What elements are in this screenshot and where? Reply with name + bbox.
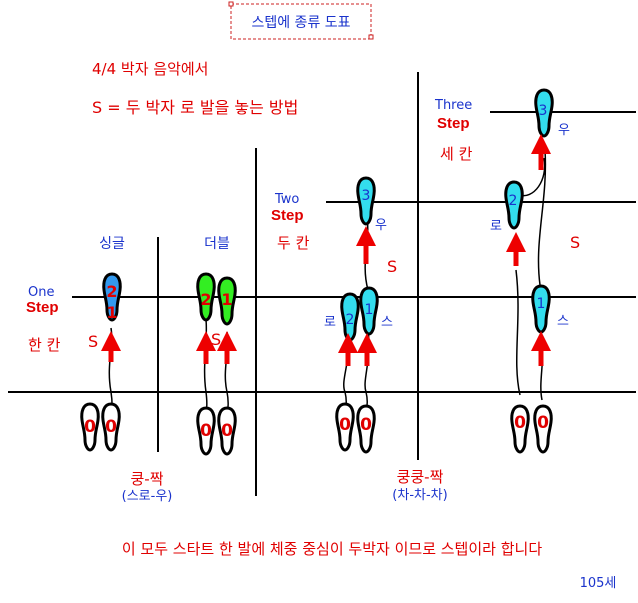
step-word: 스 (557, 314, 569, 329)
level-two-ko: 두 칸 (277, 234, 310, 252)
s-label: S (88, 332, 98, 351)
start-number: 0 (105, 417, 117, 437)
level-three-step: Step (437, 115, 470, 132)
group-2-main: 쿵쿵-짝 (397, 468, 444, 486)
step-number: 2 (346, 312, 355, 328)
level-two-step: Step (271, 207, 304, 224)
path-line (537, 149, 547, 286)
footer-note: 이 모두 스타트 한 발에 체중 중심이 두박자 이므로 스텝이라 합니다 (122, 540, 542, 558)
step-word: 로 (490, 219, 502, 234)
step-word: 로 (324, 315, 336, 330)
level-one-step: Step (26, 299, 59, 316)
start-number: 0 (221, 421, 233, 441)
three-step-column: 0 0 3 2 1 우 로 스 S (490, 88, 580, 454)
intro-line-2: S = 두 박자 로 발을 놓는 방법 (92, 98, 298, 117)
start-number: 0 (84, 417, 96, 437)
s-label: S (570, 233, 580, 252)
step-word: 스 (381, 315, 393, 330)
level-one-en: One (28, 285, 54, 300)
single-label: 싱글 (99, 236, 125, 252)
s-label: S (211, 330, 221, 349)
level-one-ko: 한 칸 (28, 336, 61, 354)
intro-line-1: 4/4 박자 음악에서 (92, 60, 208, 78)
start-number: 0 (537, 413, 549, 433)
step-word: 우 (558, 123, 570, 138)
start-number: 0 (514, 413, 526, 433)
step-number: 2 (106, 282, 117, 301)
path-line (343, 329, 350, 413)
level-three-ko: 세 칸 (440, 145, 473, 163)
path-line (515, 269, 521, 396)
level-three-en: Three (434, 98, 472, 113)
single-column: 0 0 2 1 S (80, 272, 122, 452)
step-number: 1 (537, 296, 546, 312)
group-2-sub: (차-차-차) (392, 488, 447, 503)
double-label: 더블 (204, 236, 230, 252)
two-step-column: 0 0 3 2 1 우 로 스 S (324, 176, 397, 454)
path-line (203, 319, 208, 413)
step-number: 1 (106, 303, 117, 322)
step-word: 우 (375, 218, 387, 233)
path-line (364, 329, 370, 413)
start-number: 0 (360, 415, 372, 435)
step-number: 2 (509, 193, 518, 209)
step-number: 3 (362, 188, 371, 204)
double-column: 0 0 2 1 S (196, 272, 237, 456)
title-box: 스텝에 종류 도표 (228, 1, 374, 40)
page-title: 스텝에 종류 도표 (251, 15, 350, 31)
step-number: 1 (365, 302, 374, 318)
level-two-en: Two (274, 192, 299, 207)
group-1-sub: (스로-우) (122, 489, 173, 504)
step-number: 1 (221, 290, 232, 309)
step-number: 2 (200, 290, 211, 309)
group-1-main: 쿵-짝 (130, 470, 163, 488)
step-number: 3 (539, 103, 548, 119)
s-label: S (387, 257, 397, 276)
start-number: 0 (339, 415, 351, 435)
page-number: 105세 (580, 576, 617, 591)
start-number: 0 (200, 421, 212, 441)
